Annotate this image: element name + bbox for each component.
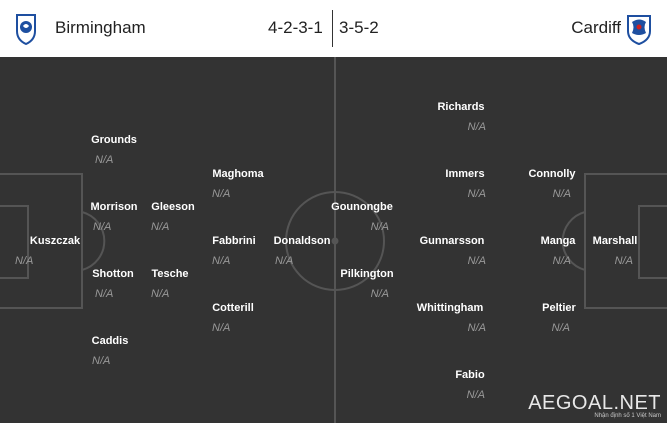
player-away-cb-right[interactable]: Fabio N/A bbox=[425, 369, 515, 401]
player-name: Pilkington bbox=[340, 268, 394, 280]
player-rating: N/A bbox=[212, 255, 231, 267]
player-rating: N/A bbox=[151, 288, 170, 300]
player-rating: N/A bbox=[95, 288, 114, 300]
away-team-name[interactable]: Cardiff bbox=[571, 18, 621, 37]
player-name: Whittingham bbox=[416, 302, 484, 314]
player-away-st-right[interactable]: Pilkington N/A bbox=[322, 268, 412, 300]
player-name: Peltier bbox=[542, 302, 576, 314]
player-name: Connolly bbox=[528, 168, 576, 180]
player-away-wb-right[interactable]: Peltier N/A bbox=[514, 302, 604, 334]
player-away-wb-left[interactable]: Connolly N/A bbox=[507, 168, 597, 200]
player-name: Grounds bbox=[91, 134, 137, 146]
player-name: Donaldson bbox=[273, 235, 331, 247]
player-name: Caddis bbox=[91, 335, 129, 347]
player-away-cb-left[interactable]: Richards N/A bbox=[416, 101, 506, 133]
player-home-am-right[interactable]: Cotterill N/A bbox=[188, 302, 278, 334]
player-rating: N/A bbox=[275, 255, 294, 267]
player-rating: N/A bbox=[614, 255, 633, 267]
player-name: Cotterill bbox=[212, 302, 254, 314]
player-name: Gleeson bbox=[151, 201, 195, 213]
player-rating: N/A bbox=[467, 255, 486, 267]
player-rating: N/A bbox=[551, 322, 570, 334]
player-name: Shotton bbox=[92, 268, 134, 280]
player-rating: N/A bbox=[467, 322, 486, 334]
watermark-brand: AEGOAL.NET bbox=[528, 392, 661, 414]
player-name: Morrison bbox=[90, 201, 138, 213]
formation-divider bbox=[332, 10, 333, 47]
player-rating: N/A bbox=[370, 288, 389, 300]
player-home-dm-right[interactable]: Tesche N/A bbox=[125, 268, 215, 300]
player-away-cb-center[interactable]: Gunnarsson N/A bbox=[407, 235, 497, 267]
player-name: Gounongbe bbox=[331, 201, 393, 213]
away-formation: 3-5-2 bbox=[339, 18, 379, 37]
player-home-dm-left[interactable]: Gleeson N/A bbox=[128, 201, 218, 233]
player-name: Tesche bbox=[151, 268, 189, 280]
player-home-st[interactable]: Donaldson N/A bbox=[257, 235, 347, 267]
player-name: Gunnarsson bbox=[419, 235, 485, 247]
pitch-markings bbox=[0, 57, 667, 423]
player-name: Marshall bbox=[592, 235, 638, 247]
home-formation: 4-2-3-1 bbox=[268, 18, 323, 37]
player-rating: N/A bbox=[151, 221, 170, 233]
cardiff-crest-icon bbox=[627, 15, 651, 45]
player-away-cm-left[interactable]: Immers N/A bbox=[420, 168, 510, 200]
player-rating: N/A bbox=[552, 188, 571, 200]
home-team-name[interactable]: Birmingham bbox=[55, 18, 146, 37]
player-home-cb-right[interactable]: Shotton N/A bbox=[68, 268, 158, 300]
watermark-tagline: Nhận định số 1 Việt Nam bbox=[594, 413, 661, 419]
player-home-rb[interactable]: Caddis N/A bbox=[65, 335, 155, 367]
player-name: Manga bbox=[540, 235, 576, 247]
player-name: Immers bbox=[445, 168, 485, 180]
player-home-am-center[interactable]: Fabbrini N/A bbox=[189, 235, 279, 267]
player-home-am-left[interactable]: Maghoma N/A bbox=[193, 168, 283, 200]
player-home-cb-left[interactable]: Morrison N/A bbox=[69, 201, 159, 233]
player-rating: N/A bbox=[467, 121, 486, 133]
player-rating: N/A bbox=[212, 188, 231, 200]
player-name: Fabbrini bbox=[212, 235, 256, 247]
football-pitch: Kuszczak N/A Grounds N/A Morrison N/A Sh… bbox=[0, 57, 667, 423]
player-rating: N/A bbox=[93, 221, 112, 233]
player-rating: N/A bbox=[466, 389, 485, 401]
player-name: Richards bbox=[437, 101, 485, 113]
player-rating: N/A bbox=[467, 188, 486, 200]
player-away-cm-center[interactable]: Manga N/A bbox=[513, 235, 603, 267]
player-rating: N/A bbox=[552, 255, 571, 267]
player-away-gk[interactable]: Marshall N/A bbox=[570, 235, 660, 267]
player-rating: N/A bbox=[95, 154, 114, 166]
player-rating: N/A bbox=[212, 322, 231, 334]
player-name: Fabio bbox=[455, 369, 485, 381]
player-name: Kuszczak bbox=[29, 235, 81, 247]
player-name: Maghoma bbox=[212, 168, 264, 180]
player-away-st-left[interactable]: Gounongbe N/A bbox=[317, 201, 407, 233]
player-away-cm-right[interactable]: Whittingham N/A bbox=[405, 302, 495, 334]
birmingham-crest-icon bbox=[16, 14, 36, 45]
player-rating: N/A bbox=[15, 255, 34, 267]
player-home-lb[interactable]: Grounds N/A bbox=[69, 134, 159, 166]
player-home-gk[interactable]: Kuszczak N/A bbox=[10, 235, 100, 267]
aegoal-watermark: AEGOAL.NET Nhận định số 1 Việt Nam bbox=[528, 392, 661, 419]
match-header: Birmingham 4-2-3-1 3-5-2 Cardiff bbox=[0, 0, 667, 57]
player-rating: N/A bbox=[370, 221, 389, 233]
player-rating: N/A bbox=[92, 355, 111, 367]
